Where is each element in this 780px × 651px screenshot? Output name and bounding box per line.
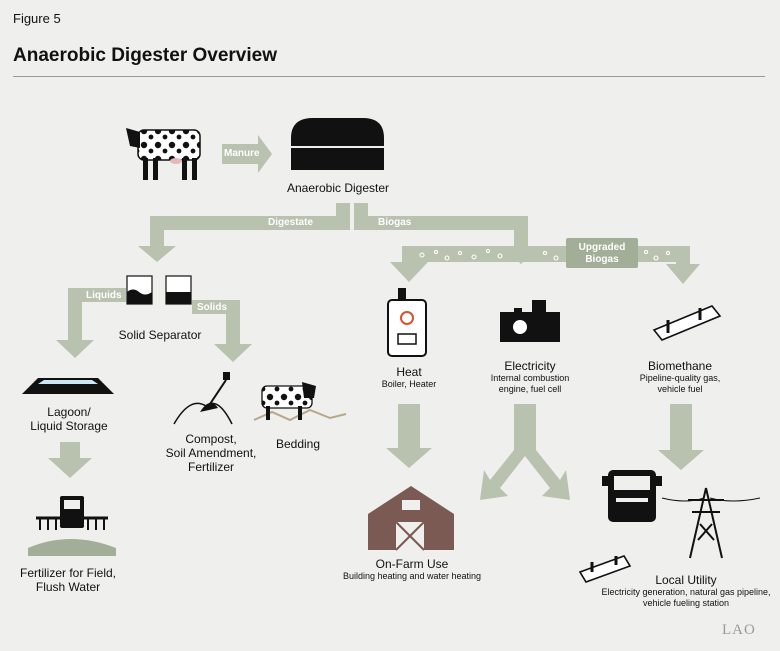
liquids-arrow [56, 288, 126, 358]
digester-icon [291, 118, 384, 170]
electricity-split-arrow [480, 404, 570, 500]
heat-down-arrow [386, 404, 432, 468]
digestate-arrow [138, 203, 350, 262]
upgraded-biogas-box [566, 238, 638, 268]
biomethane-arrow [666, 246, 700, 284]
title-divider [13, 76, 765, 77]
electricity-title: Electricity [504, 359, 556, 373]
biogas-arrow [354, 203, 540, 264]
solids-arrow [192, 300, 252, 362]
solid-separator-label: Solid Separator [118, 328, 202, 342]
figure-label: Figure 5 [13, 11, 61, 26]
generator-icon [500, 300, 560, 342]
biogas-bar [412, 246, 686, 262]
on-farm-title: On-Farm Use [375, 557, 449, 571]
manure-arrow [222, 135, 272, 173]
cow-icon [126, 128, 201, 180]
solids-label: Solids [197, 302, 228, 313]
bedding-icon [253, 382, 347, 422]
upgraded-biogas-label: Upgraded Biogas [578, 242, 626, 265]
on-farm-sub: Building heating and water heating [342, 571, 482, 581]
pipeline-icon [652, 305, 722, 341]
page-title: Anaerobic Digester Overview [13, 45, 277, 66]
heat-arrow [390, 246, 428, 282]
local-utility-title: Local Utility [655, 573, 717, 587]
truck-icon [602, 470, 662, 522]
biomethane-sub: Pipeline-quality gas, vehicle fuel [639, 373, 721, 394]
compost-icon [173, 372, 233, 425]
biomethane-title: Biomethane [647, 359, 713, 373]
compost-label: Compost, Soil Amendment, Fertilizer [165, 432, 257, 474]
lao-logo: LAO [722, 622, 756, 638]
separator-icon [126, 275, 192, 305]
manure-label: Manure [224, 148, 260, 159]
liquids-label: Liquids [86, 290, 122, 301]
flow-arrows [48, 135, 704, 500]
biomethane-down-arrow [658, 404, 704, 470]
electricity-sub: Internal combustion engine, fuel cell [490, 373, 570, 394]
utility-pipeline-icon [578, 555, 632, 583]
biogas-label: Biogas [378, 217, 412, 228]
lagoon-icon [22, 378, 114, 394]
tractor-icon [28, 496, 116, 556]
bedding-label: Bedding [275, 437, 321, 451]
barn-icon [368, 486, 454, 551]
water-heater-icon [387, 288, 427, 357]
lagoon-arrow [48, 442, 92, 478]
digestate-label: Digestate [268, 217, 314, 228]
heat-title: Heat [396, 365, 422, 379]
local-utility-sub: Electricity generation, natural gas pipe… [601, 587, 771, 608]
power-tower-icon [661, 487, 761, 559]
lagoon-label: Lagoon/ Liquid Storage [30, 405, 108, 433]
gas-bubbles [419, 248, 671, 261]
heat-sub: Boiler, Heater [381, 379, 437, 389]
digester-label: Anaerobic Digester [286, 181, 390, 195]
fertilizer-label: Fertilizer for Field, Flush Water [19, 566, 117, 594]
